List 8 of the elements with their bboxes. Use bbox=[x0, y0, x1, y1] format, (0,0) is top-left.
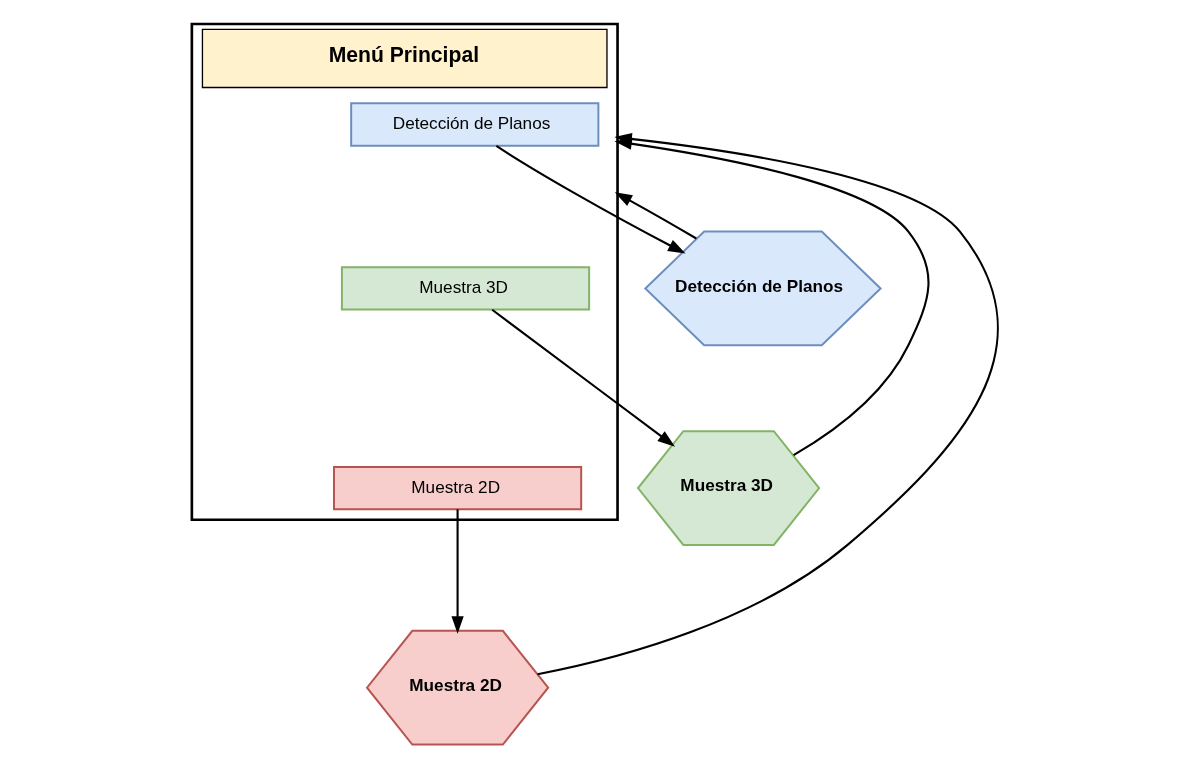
arrow bbox=[491, 308, 676, 447]
arrow bbox=[451, 509, 464, 634]
arrow bbox=[614, 192, 697, 240]
node-box: Muestra 3D bbox=[340, 266, 591, 311]
arrow bbox=[495, 145, 686, 254]
arrow bbox=[537, 132, 999, 676]
node-box: Detección de Planos bbox=[350, 102, 600, 147]
node-box: Muestra 2D bbox=[333, 465, 583, 511]
